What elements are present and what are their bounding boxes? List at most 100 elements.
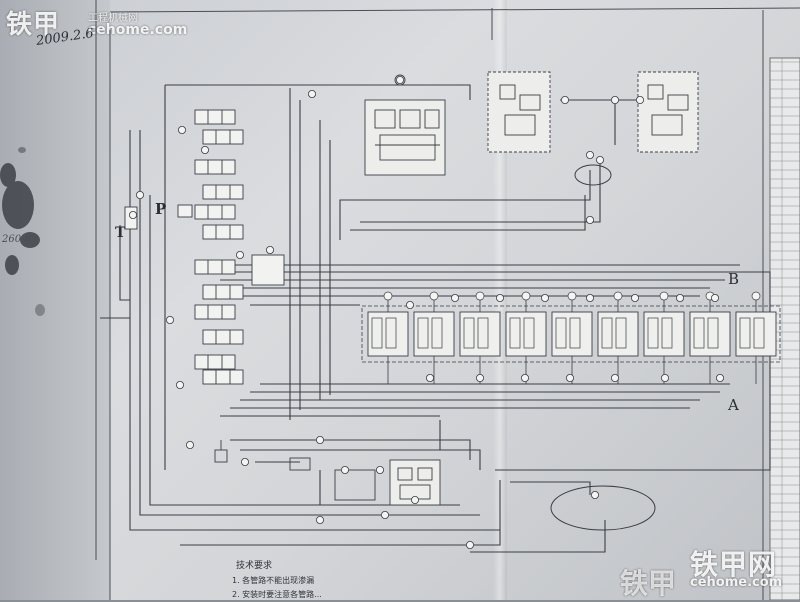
reference-circle — [165, 315, 174, 324]
reference-circle — [185, 440, 194, 449]
valve-spool — [523, 317, 535, 349]
watermark-top-left-url: cehome.com — [88, 22, 188, 38]
valve-spool — [371, 317, 383, 349]
valve-port-marker — [613, 291, 623, 301]
swing-motor-right — [637, 71, 699, 153]
reference-circle — [521, 373, 530, 382]
reference-circle — [307, 90, 316, 99]
valve-section — [505, 311, 547, 357]
piping-network — [100, 84, 771, 553]
reference-circle — [596, 155, 605, 164]
watermark-bottom-right: 铁甲网 — [690, 548, 778, 581]
port-label-t: T — [115, 225, 126, 241]
reference-circle — [465, 541, 474, 550]
reference-circle — [495, 293, 504, 302]
valve-section — [551, 311, 593, 357]
reference-circle — [475, 373, 484, 382]
valve-spool — [569, 317, 581, 349]
control-valve-section — [202, 329, 244, 345]
notes-title: 技术要求 — [236, 561, 273, 571]
pilot-port-block — [177, 204, 193, 218]
ink-smudges — [0, 147, 45, 316]
valve-section — [643, 311, 685, 357]
port-label-a: A — [728, 396, 739, 414]
valve-spool — [463, 317, 475, 349]
valve-spool — [739, 317, 751, 349]
valve-port-marker — [521, 291, 531, 301]
control-valve-section — [194, 304, 236, 320]
control-valve-section — [194, 109, 236, 125]
port-label-p: P — [155, 200, 167, 218]
relief-valve-block — [251, 254, 285, 286]
reference-circle — [586, 215, 595, 224]
reference-circle — [235, 250, 244, 259]
reference-circle — [128, 210, 137, 219]
reference-circle — [611, 373, 620, 382]
control-valve-stack — [124, 109, 285, 385]
drawing-frame — [95, 0, 800, 600]
reference-circle — [240, 457, 249, 466]
reference-circle — [611, 96, 620, 105]
reference-circle — [541, 293, 550, 302]
valve-spool — [385, 317, 397, 349]
paper-left-margin — [0, 0, 110, 600]
watermark-bottom-right-url: cehome.com — [690, 575, 783, 590]
reference-circle — [177, 126, 186, 135]
reference-circle — [375, 465, 384, 474]
control-valve-section — [194, 204, 236, 220]
reference-circle — [561, 96, 570, 105]
valve-port-marker — [659, 291, 669, 301]
swing-motor-left — [487, 71, 551, 153]
valve-spool — [477, 317, 489, 349]
valve-bank-outline — [361, 305, 781, 363]
valve-spool — [615, 317, 627, 349]
reference-circle — [340, 465, 349, 474]
reference-circle — [405, 300, 414, 309]
port-label-b: B — [728, 270, 740, 288]
control-valve-section — [202, 224, 244, 240]
reference-circle — [265, 245, 274, 254]
reference-circle — [135, 190, 144, 199]
reference-circle — [380, 510, 389, 519]
valve-spool — [693, 317, 705, 349]
reference-circle — [315, 435, 324, 444]
valve-spool — [707, 317, 719, 349]
valve-port-marker — [383, 291, 393, 301]
reference-circle — [586, 293, 595, 302]
reference-circle — [586, 150, 595, 159]
directional-valve-bank — [361, 291, 781, 384]
valve-port-marker — [567, 291, 577, 301]
valve-section — [597, 311, 639, 357]
reference-circle — [450, 293, 459, 302]
control-valve-section — [202, 184, 244, 200]
reference-circle — [175, 380, 184, 389]
valve-spool — [647, 317, 659, 349]
valve-section — [735, 311, 777, 357]
valve-spool — [753, 317, 765, 349]
control-valve-section — [194, 354, 236, 370]
valve-section — [459, 311, 501, 357]
watermark-top-left-sub: 工程机械网 — [88, 13, 138, 24]
valve-port-marker — [751, 291, 761, 301]
reference-circle — [410, 495, 419, 504]
reference-circle — [676, 293, 685, 302]
note-item-2: 2. 安装时要注意各管路... — [232, 590, 322, 599]
reference-circle — [636, 96, 645, 105]
valve-section — [689, 311, 731, 357]
control-valve-section — [202, 129, 244, 145]
reference-circle — [425, 373, 434, 382]
watermark-top-left: 铁甲 — [6, 10, 61, 40]
reference-circle — [631, 293, 640, 302]
reference-circle — [716, 373, 725, 382]
valve-spool — [601, 317, 613, 349]
valve-section — [413, 311, 455, 357]
handwritten-margin-note: 260-8 — [2, 234, 31, 245]
control-valve-section — [194, 259, 236, 275]
reference-circle — [315, 516, 324, 525]
valve-spool — [509, 317, 521, 349]
watermark-bottom-right-logo: 铁甲 — [620, 567, 677, 600]
reference-circle — [661, 373, 670, 382]
reference-circle — [711, 293, 720, 302]
valve-spool — [417, 317, 429, 349]
